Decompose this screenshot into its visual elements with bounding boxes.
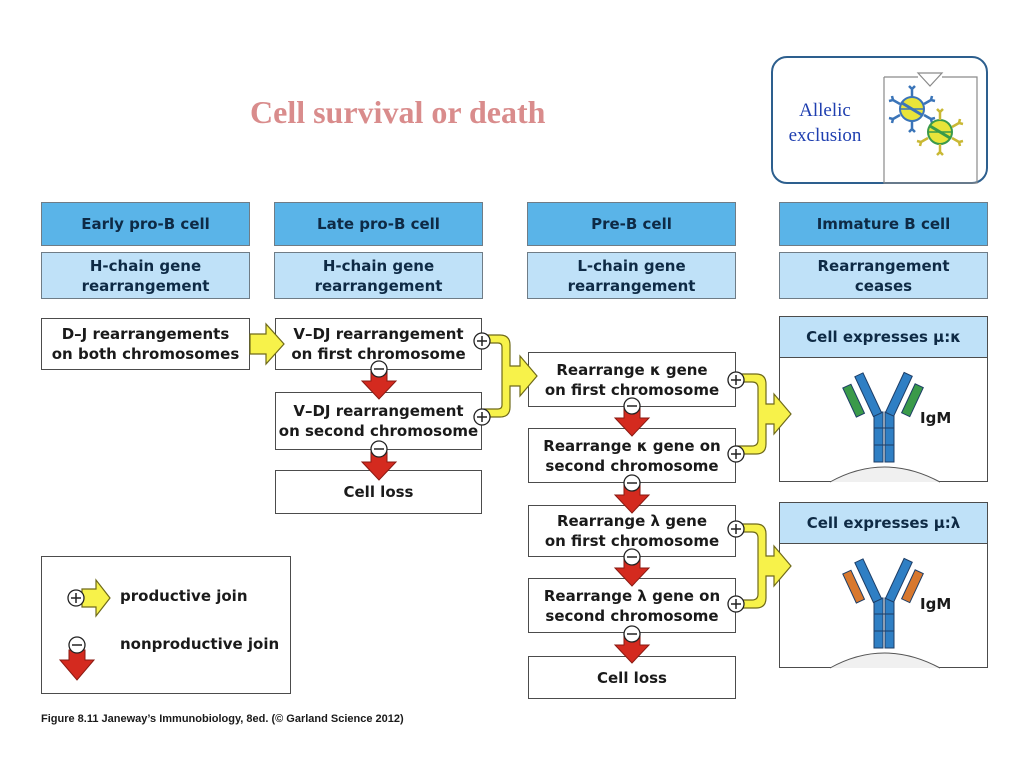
outcome-panel-kappa: Cell expresses μ:κ — [779, 316, 988, 482]
column-subheader-immature-b: Rearrangement ceases — [779, 252, 988, 299]
outcome-panel-lambda: Cell expresses μ:λ — [779, 502, 988, 668]
column-header-late-pro-b: Late pro-B cell — [274, 202, 483, 246]
step-l-cell-loss: Cell loss — [528, 656, 736, 699]
column-header-immature-b: Immature B cell — [779, 202, 988, 246]
slide-title: Cell survival or death — [250, 94, 546, 130]
column-header-early-pro-b: Early pro-B cell — [41, 202, 250, 246]
outcome-header-lambda: Cell expresses μ:λ — [780, 503, 987, 544]
igm-label-lambda: IgM — [920, 595, 952, 613]
column-subheader-pre-b: L-chain gene rearrangement — [527, 252, 736, 299]
outcome-header-kappa: Cell expresses μ:κ — [780, 317, 987, 358]
step-lambda-first-chromosome: Rearrange λ gene on first chromosome — [528, 505, 736, 557]
step-vdj-first-chromosome: V–DJ rearrangement on first chromosome — [275, 318, 482, 370]
step-kappa-first-chromosome: Rearrange κ gene on first chromosome — [528, 352, 736, 407]
step-dj-rearrangement: D–J rearrangements on both chromosomes — [41, 318, 250, 370]
column-subheader-late-pro-b: H-chain gene rearrangement — [274, 252, 483, 299]
figure-caption: Figure 8.11 Janeway’s Immunobiology, 8ed… — [41, 713, 404, 725]
legend-nonproductive-label: nonproductive join — [120, 635, 280, 653]
igm-label-kappa: IgM — [920, 409, 952, 427]
column-subheader-early-pro-b: H-chain gene rearrangement — [41, 252, 250, 299]
column-header-pre-b: Pre-B cell — [527, 202, 736, 246]
allelic-exclusion-label: Allelic exclusion — [788, 100, 862, 146]
legend-productive-label: productive join — [120, 587, 248, 605]
step-lambda-second-chromosome: Rearrange λ gene on second chromosome — [528, 578, 736, 633]
legend — [41, 556, 291, 694]
step-vdj-second-chromosome: V–DJ rearrangement on second chromosome — [275, 392, 482, 450]
step-h-cell-loss: Cell loss — [275, 470, 482, 514]
step-kappa-second-chromosome: Rearrange κ gene on second chromosome — [528, 428, 736, 483]
